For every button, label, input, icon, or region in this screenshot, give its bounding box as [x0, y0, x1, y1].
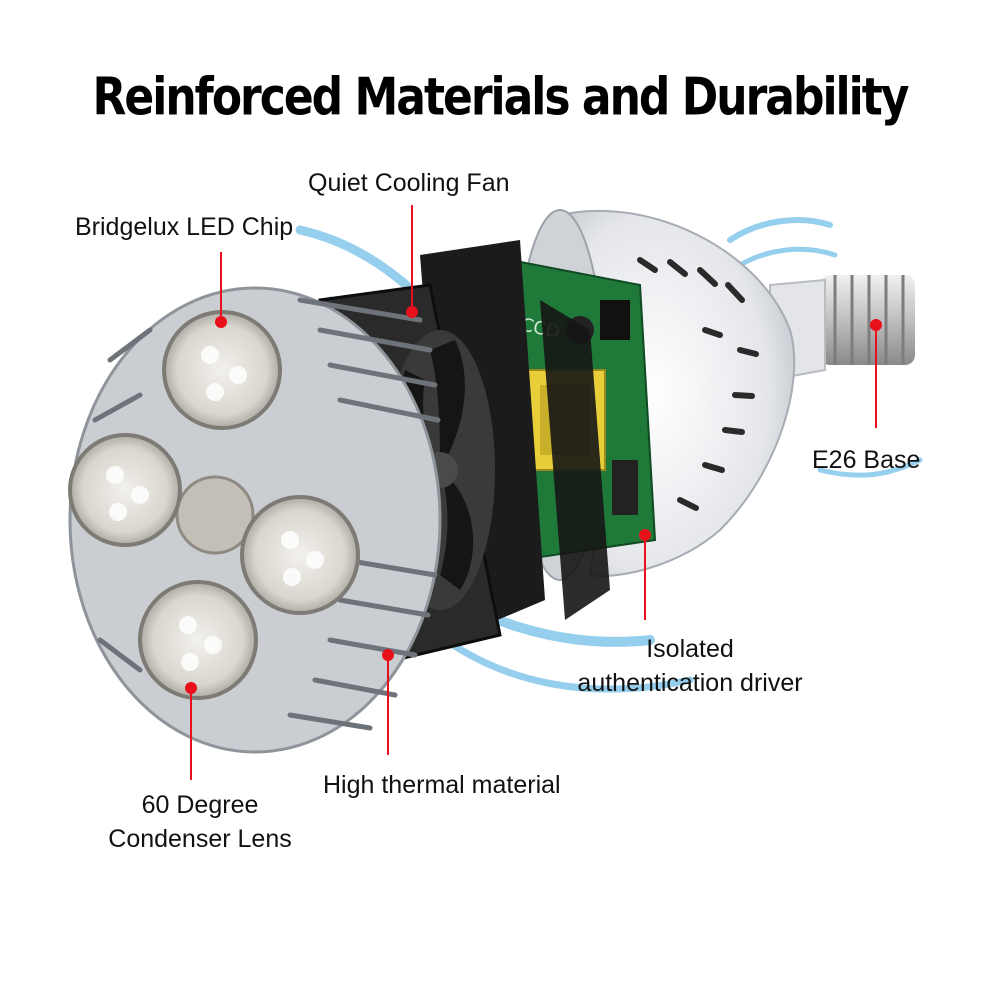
chip-label: Bridgelux LED Chip [75, 213, 294, 241]
fan-label: Quiet Cooling Fan [308, 169, 510, 197]
led-lens-icon [68, 286, 442, 754]
thermal-label: High thermal material [323, 771, 561, 799]
base-label: E26 Base [812, 446, 921, 474]
lens-label-line2: Condenser Lens [108, 825, 292, 853]
lens-label-line1: 60 Degree [141, 791, 259, 819]
driver-label: Isolated authentication driver [560, 632, 820, 700]
driver-label-line2: authentication driver [577, 669, 803, 697]
callout-markers [185, 205, 882, 780]
screw-base-icon [769, 275, 915, 382]
driver-label-line1: Isolated [646, 635, 734, 663]
lens-label: 60 Degree Condenser Lens [90, 788, 310, 856]
page-title: Reinforced Materials and Durability [92, 67, 910, 128]
